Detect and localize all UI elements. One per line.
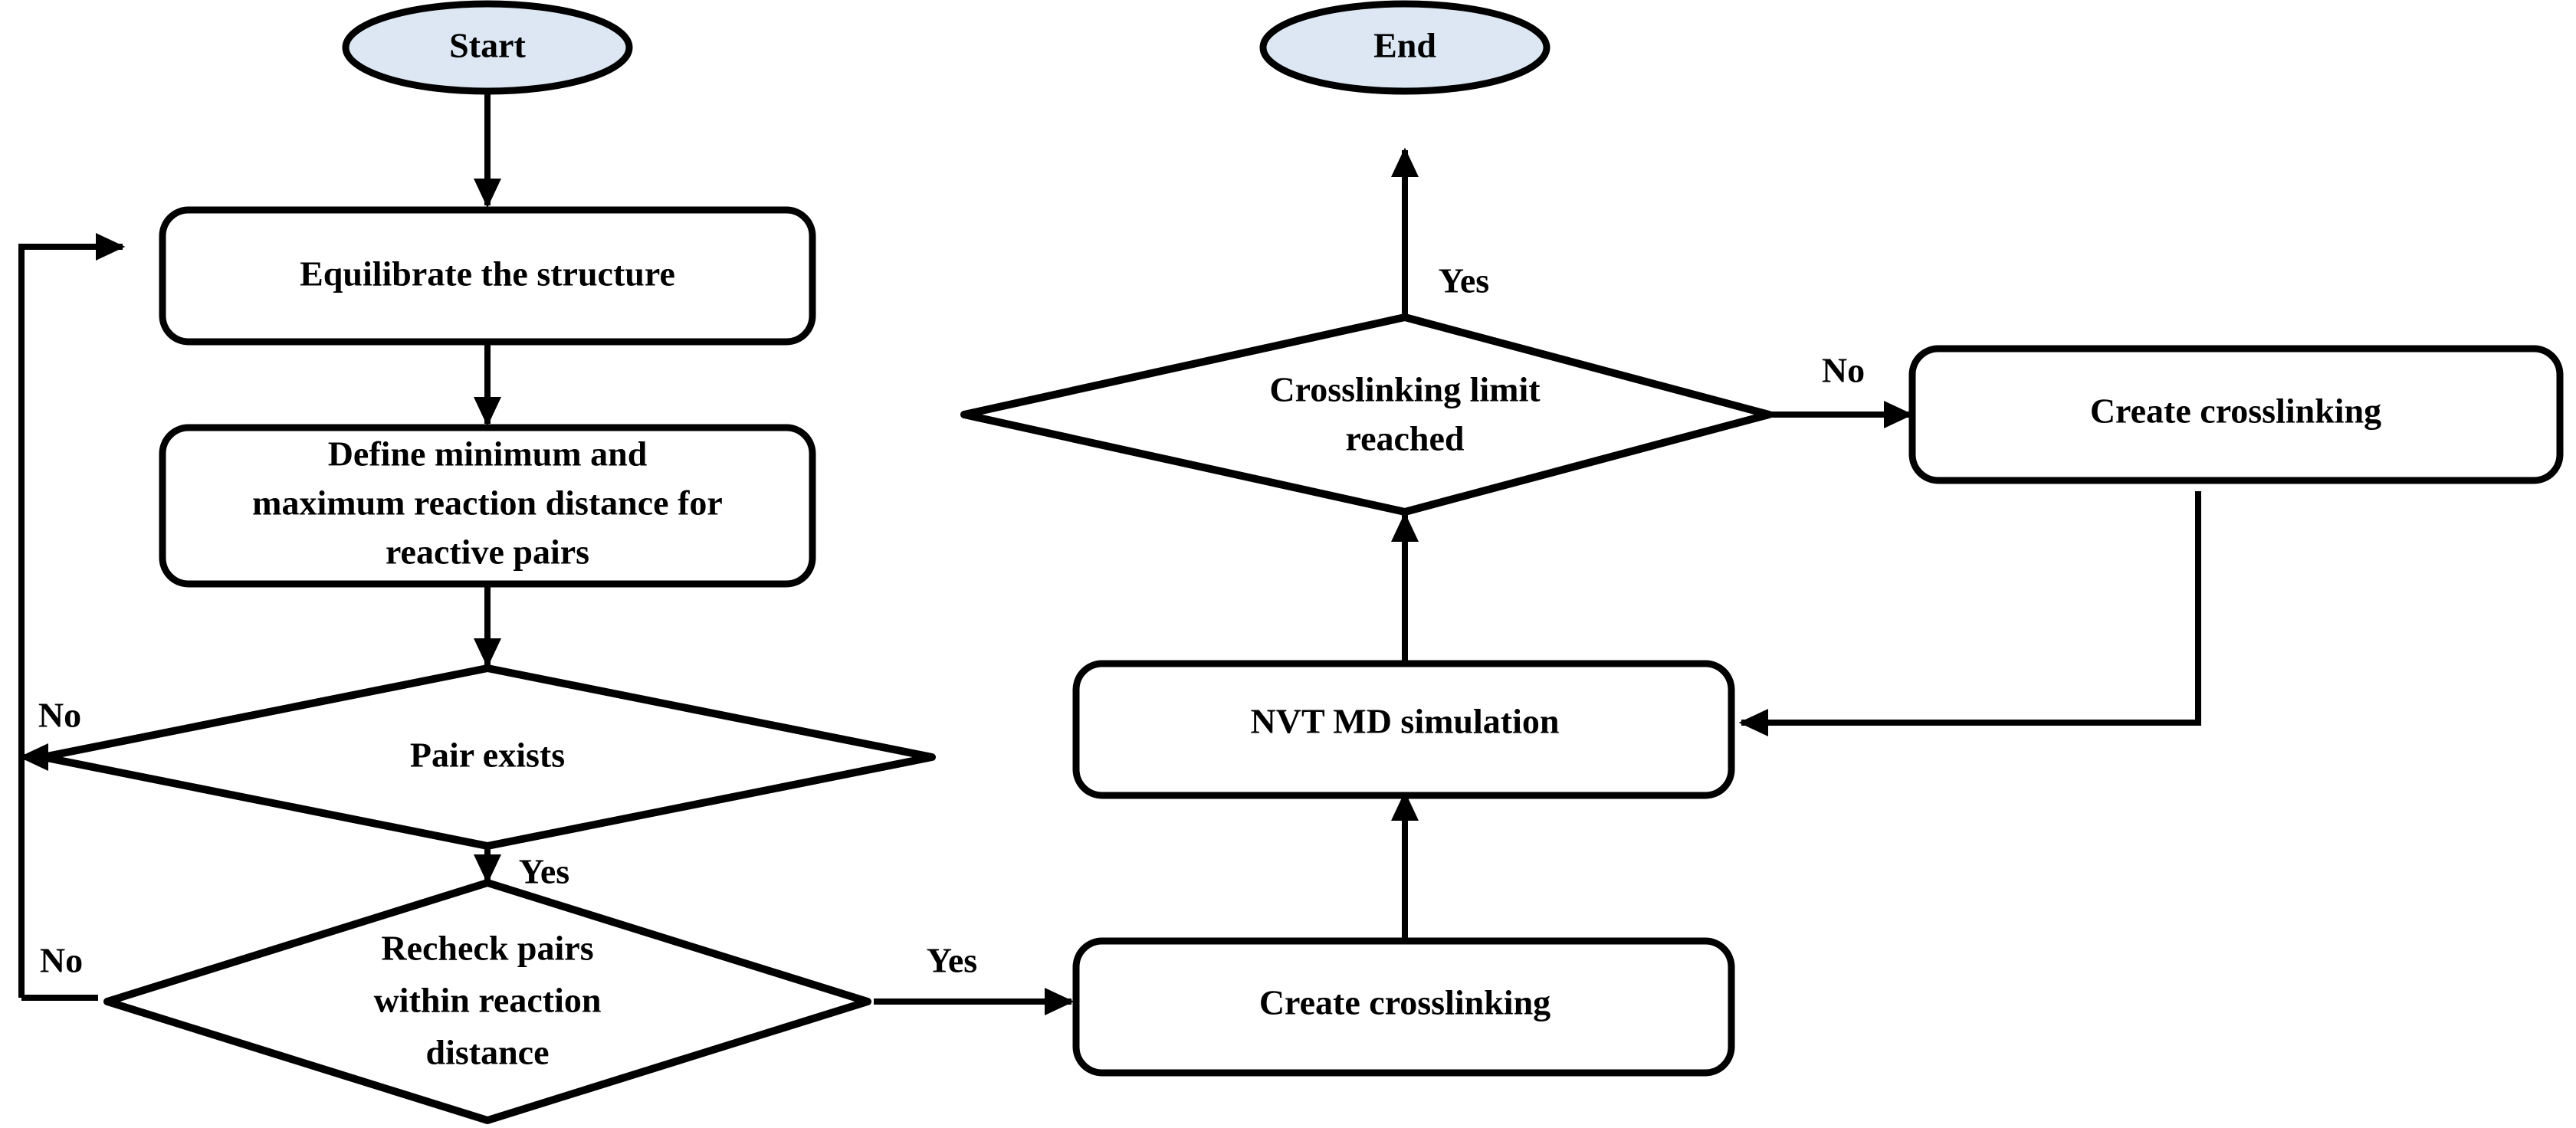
node-nvt-md-simulation[interactable]: NVT MD simulation: [1072, 660, 1735, 799]
crosslinking-limit-diamond: [960, 313, 1773, 516]
create-crosslinking-bottom-label: Create crosslinking: [1259, 983, 1551, 1022]
node-create-crosslinking-bottom[interactable]: Create crosslinking: [1072, 937, 1735, 1077]
node-start[interactable]: Start: [342, 0, 633, 95]
edge-label-recheck-no: No: [40, 941, 83, 980]
define-distance-line3: reactive pairs: [386, 533, 589, 572]
nvt-md-simulation-label: NVT MD simulation: [1251, 702, 1560, 741]
define-distance-line2: maximum reaction distance for: [252, 484, 723, 523]
edge-label-recheck-yes: Yes: [927, 941, 977, 980]
recheck-pairs-line1: Recheck pairs: [381, 929, 593, 968]
start-ellipse: [342, 0, 633, 95]
crosslinking-limit-line2: reached: [1345, 419, 1464, 458]
node-equilibrate[interactable]: Equilibrate the structure: [159, 206, 816, 346]
nvt-md-simulation-box: [1072, 660, 1735, 799]
node-create-crosslinking-right[interactable]: Create crosslinking: [1908, 345, 2564, 484]
pair-exists-diamond: [39, 664, 936, 850]
recheck-pairs-diamond: [103, 879, 871, 1124]
node-pair-exists[interactable]: Pair exists: [39, 664, 936, 850]
create-crosslinking-right-box: [1908, 345, 2564, 484]
edge-crosslink-right-to-nvt: [1738, 491, 2201, 736]
node-crosslinking-limit[interactable]: Crosslinking limit reached: [960, 313, 1773, 516]
edge-label-limit-yes: Yes: [1439, 261, 1489, 300]
node-end[interactable]: End: [1259, 0, 1551, 95]
start-label: Start: [449, 26, 526, 65]
equilibrate-box: [159, 206, 816, 346]
node-recheck-pairs[interactable]: Recheck pairs within reaction distance: [103, 879, 871, 1124]
recheck-pairs-line2: within reaction: [374, 981, 602, 1020]
pair-exists-label: Pair exists: [410, 736, 565, 775]
recheck-pairs-line3: distance: [426, 1033, 550, 1072]
crosslinking-limit-line1: Crosslinking limit: [1269, 370, 1541, 409]
end-ellipse: [1259, 0, 1551, 95]
create-crosslinking-right-label: Create crosslinking: [2090, 392, 2381, 431]
create-crosslinking-bottom-box: [1072, 937, 1735, 1077]
node-define-distance[interactable]: Define minimum and maximum reaction dist…: [159, 424, 816, 588]
define-distance-line1: Define minimum and: [328, 434, 648, 474]
edge-left-feedback-bus: [18, 233, 126, 998]
edge-label-limit-no: No: [1822, 351, 1865, 390]
edge-label-pair-exists-yes: Yes: [519, 852, 569, 891]
end-label: End: [1373, 26, 1436, 65]
define-distance-box: [159, 424, 816, 588]
equilibrate-label: Equilibrate the structure: [300, 254, 675, 293]
edge-label-pair-exists-no: No: [38, 696, 81, 735]
